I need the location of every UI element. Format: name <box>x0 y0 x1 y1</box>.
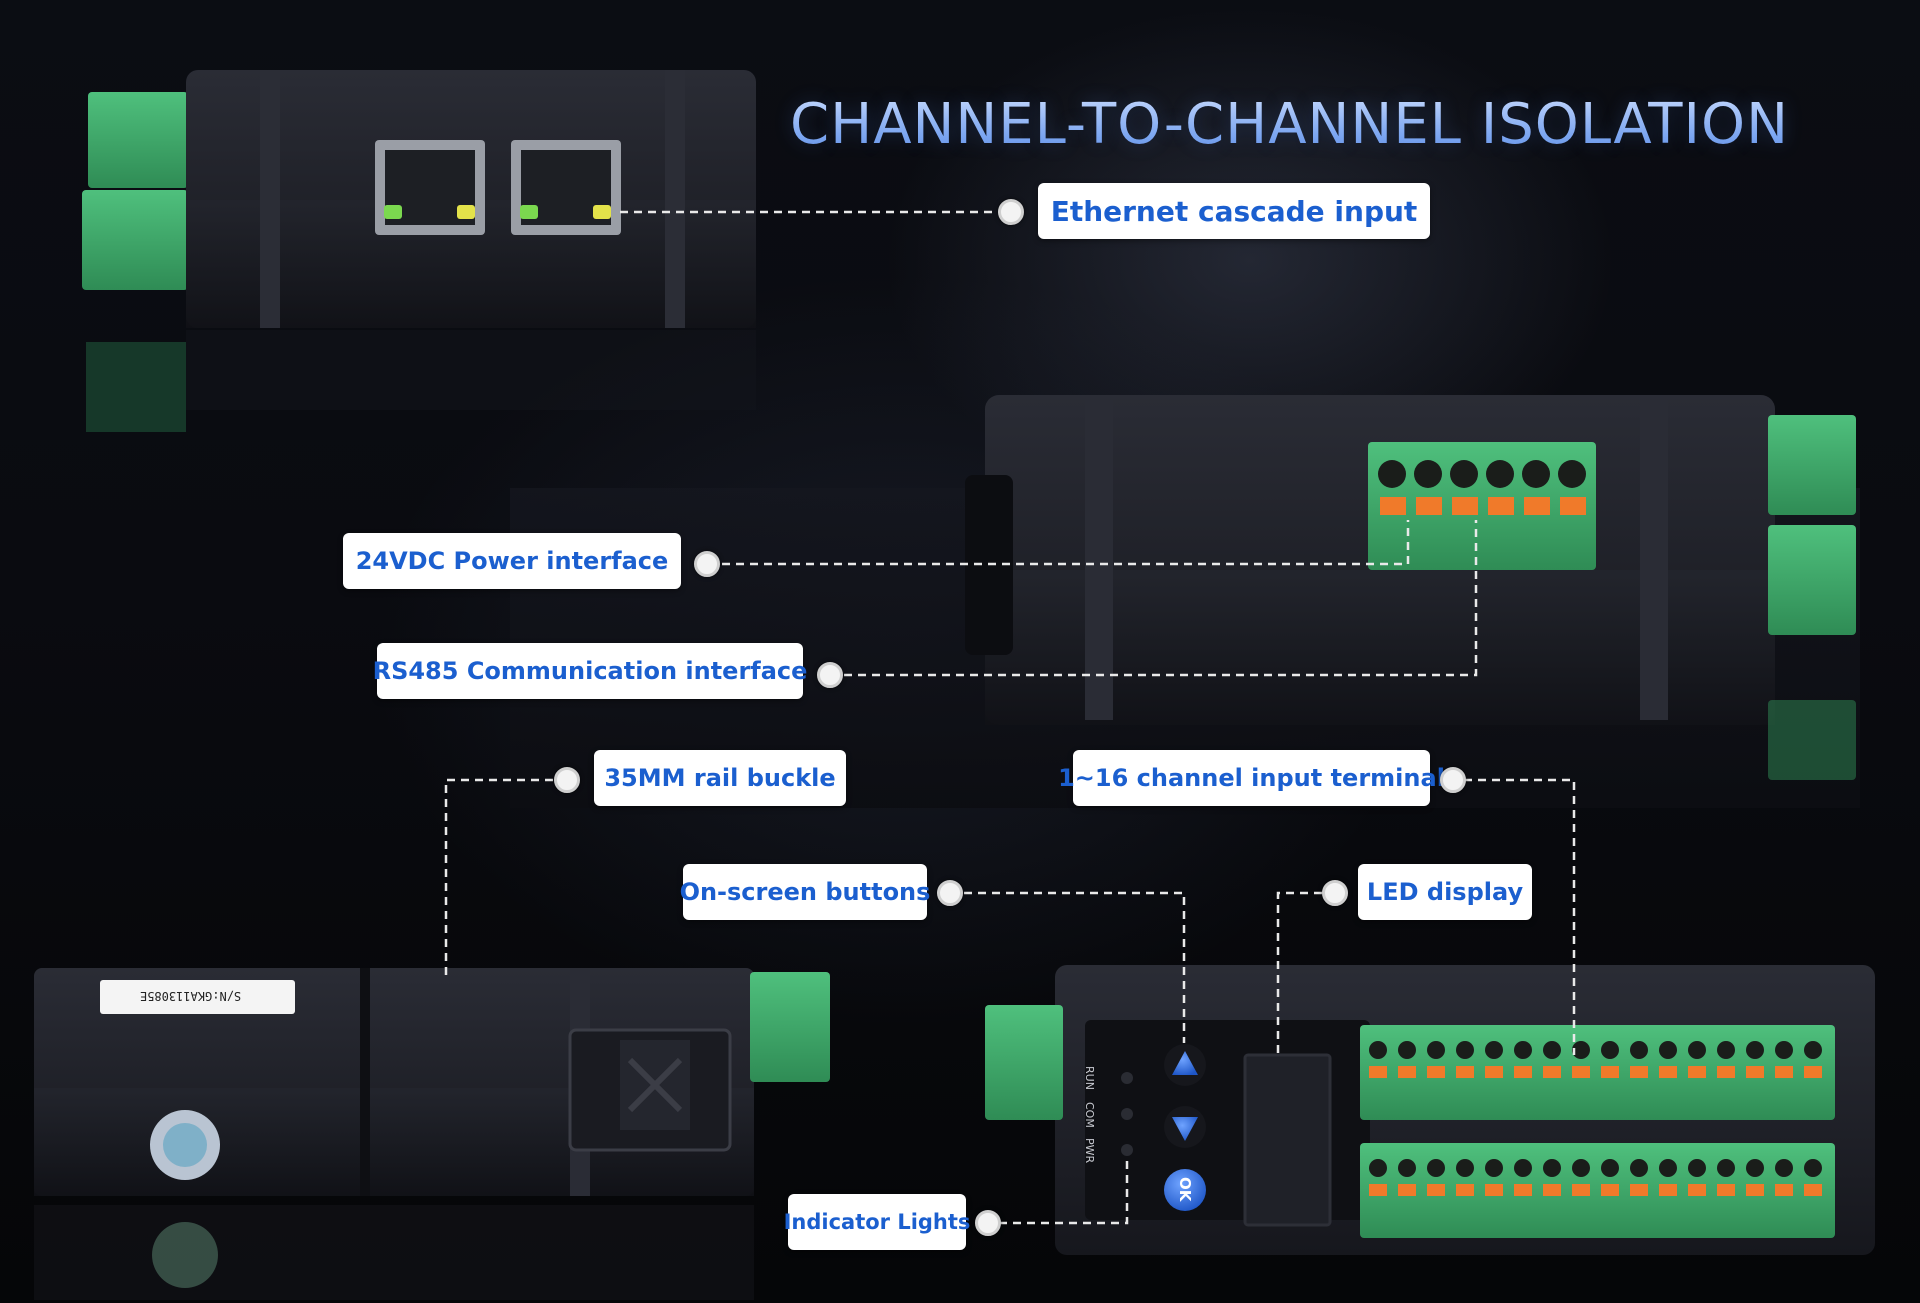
terminal-hole <box>1398 1041 1416 1059</box>
terminal-release-tab <box>1775 1066 1793 1078</box>
callout-35mm-rail-buckle: 35MM rail buckle <box>594 750 846 806</box>
terminal-hole <box>1688 1041 1706 1059</box>
indicator-label-pwr: PWR <box>1083 1138 1096 1164</box>
callout-dot-rs485 <box>817 662 843 688</box>
terminal-hole <box>1630 1041 1648 1059</box>
terminal-hole <box>1456 1041 1474 1059</box>
device-power-view <box>965 395 1856 780</box>
callout-dot-ethernet <box>998 199 1024 225</box>
terminal-release-tab <box>1485 1066 1503 1078</box>
terminal-release-tab <box>1804 1066 1822 1078</box>
terminal-hole <box>1717 1159 1735 1177</box>
callout-dot-terminal <box>1440 767 1466 793</box>
ok-button-label: OK <box>1176 1177 1194 1202</box>
terminal-release-tab <box>1688 1184 1706 1196</box>
terminal-release-tab <box>1427 1184 1445 1196</box>
terminal-release-tab <box>1456 1184 1474 1196</box>
callout-dot-led <box>1322 880 1348 906</box>
terminal-hole <box>1601 1041 1619 1059</box>
page-title: CHANNEL-TO-CHANNEL ISOLATION <box>790 92 1810 174</box>
callout-rs485-communication-interface: RS485 Communication interface <box>373 643 807 699</box>
terminal-hole <box>1514 1159 1532 1177</box>
terminal-hole <box>1775 1041 1793 1059</box>
terminal-hole <box>1659 1159 1677 1177</box>
terminal-hole <box>1485 1041 1503 1059</box>
terminal-hole <box>1804 1159 1822 1177</box>
device-rail-view <box>34 968 830 1300</box>
terminal-release-tab <box>1572 1066 1590 1078</box>
terminal-hole <box>1369 1159 1387 1177</box>
terminal-hole <box>1572 1159 1590 1177</box>
terminal-release-tab <box>1630 1066 1648 1078</box>
terminal-hole <box>1659 1041 1677 1059</box>
terminal-release-tab <box>1804 1184 1822 1196</box>
terminal-release-tab <box>1601 1066 1619 1078</box>
callout-dot-rail <box>554 767 580 793</box>
terminal-release-tab <box>1775 1184 1793 1196</box>
terminal-release-tab <box>1572 1184 1590 1196</box>
serial-number-label: S/N:GKA113085E <box>140 989 242 1003</box>
terminal-release-tab <box>1398 1066 1416 1078</box>
terminal-release-tab <box>1630 1184 1648 1196</box>
callout-dot-indicators <box>975 1210 1001 1236</box>
terminal-hole <box>1572 1041 1590 1059</box>
terminal-release-tab <box>1485 1184 1503 1196</box>
terminal-hole <box>1369 1041 1387 1059</box>
leader-lines <box>444 210 1576 1225</box>
terminal-release-tab <box>1543 1184 1561 1196</box>
terminal-release-tab <box>1601 1184 1619 1196</box>
terminal-release-tab <box>1369 1066 1387 1078</box>
callout-on-screen-buttons: On-screen buttons <box>680 864 930 920</box>
device-front-view <box>985 965 1875 1255</box>
callout-dot-power <box>694 551 720 577</box>
terminal-hole <box>1746 1041 1764 1059</box>
terminal-release-tab <box>1659 1184 1677 1196</box>
terminal-hole <box>1543 1041 1561 1059</box>
terminal-release-tab <box>1746 1184 1764 1196</box>
terminal-release-tab <box>1746 1066 1764 1078</box>
indicator-label-com: COM <box>1083 1102 1096 1128</box>
terminal-hole <box>1688 1159 1706 1177</box>
terminal-hole <box>1804 1041 1822 1059</box>
callout-channel-input-terminal: 1~16 channel input terminal <box>1058 750 1445 806</box>
terminal-hole <box>1485 1159 1503 1177</box>
terminal-hole <box>1427 1159 1445 1177</box>
terminal-release-tab <box>1717 1184 1735 1196</box>
terminal-release-tab <box>1514 1184 1532 1196</box>
terminal-hole <box>1456 1159 1474 1177</box>
terminal-hole <box>1427 1041 1445 1059</box>
device-ethernet-view <box>82 70 756 432</box>
callout-24vdc-power-interface: 24VDC Power interface <box>343 533 681 589</box>
terminal-release-tab <box>1717 1066 1735 1078</box>
terminal-release-tab <box>1514 1066 1532 1078</box>
terminal-release-tab <box>1659 1066 1677 1078</box>
terminal-hole <box>1717 1041 1735 1059</box>
terminal-release-tab <box>1456 1066 1474 1078</box>
terminal-hole <box>1601 1159 1619 1177</box>
terminal-release-tab <box>1369 1184 1387 1196</box>
callout-dot-buttons <box>937 880 963 906</box>
terminal-release-tab <box>1398 1184 1416 1196</box>
terminal-release-tab <box>1427 1066 1445 1078</box>
callout-led-display: LED display <box>1358 864 1532 920</box>
terminal-release-tab <box>1688 1066 1706 1078</box>
indicator-label-run: RUN <box>1083 1066 1096 1090</box>
terminal-hole <box>1746 1159 1764 1177</box>
terminal-release-tab <box>1543 1066 1561 1078</box>
callout-ethernet-cascade-input: Ethernet cascade input <box>1038 183 1430 239</box>
terminal-hole <box>1514 1041 1532 1059</box>
callout-indicator-lights: Indicator Lights <box>784 1194 970 1250</box>
terminal-hole <box>1398 1159 1416 1177</box>
terminal-hole <box>1630 1159 1648 1177</box>
terminal-hole <box>1775 1159 1793 1177</box>
terminal-hole <box>1543 1159 1561 1177</box>
